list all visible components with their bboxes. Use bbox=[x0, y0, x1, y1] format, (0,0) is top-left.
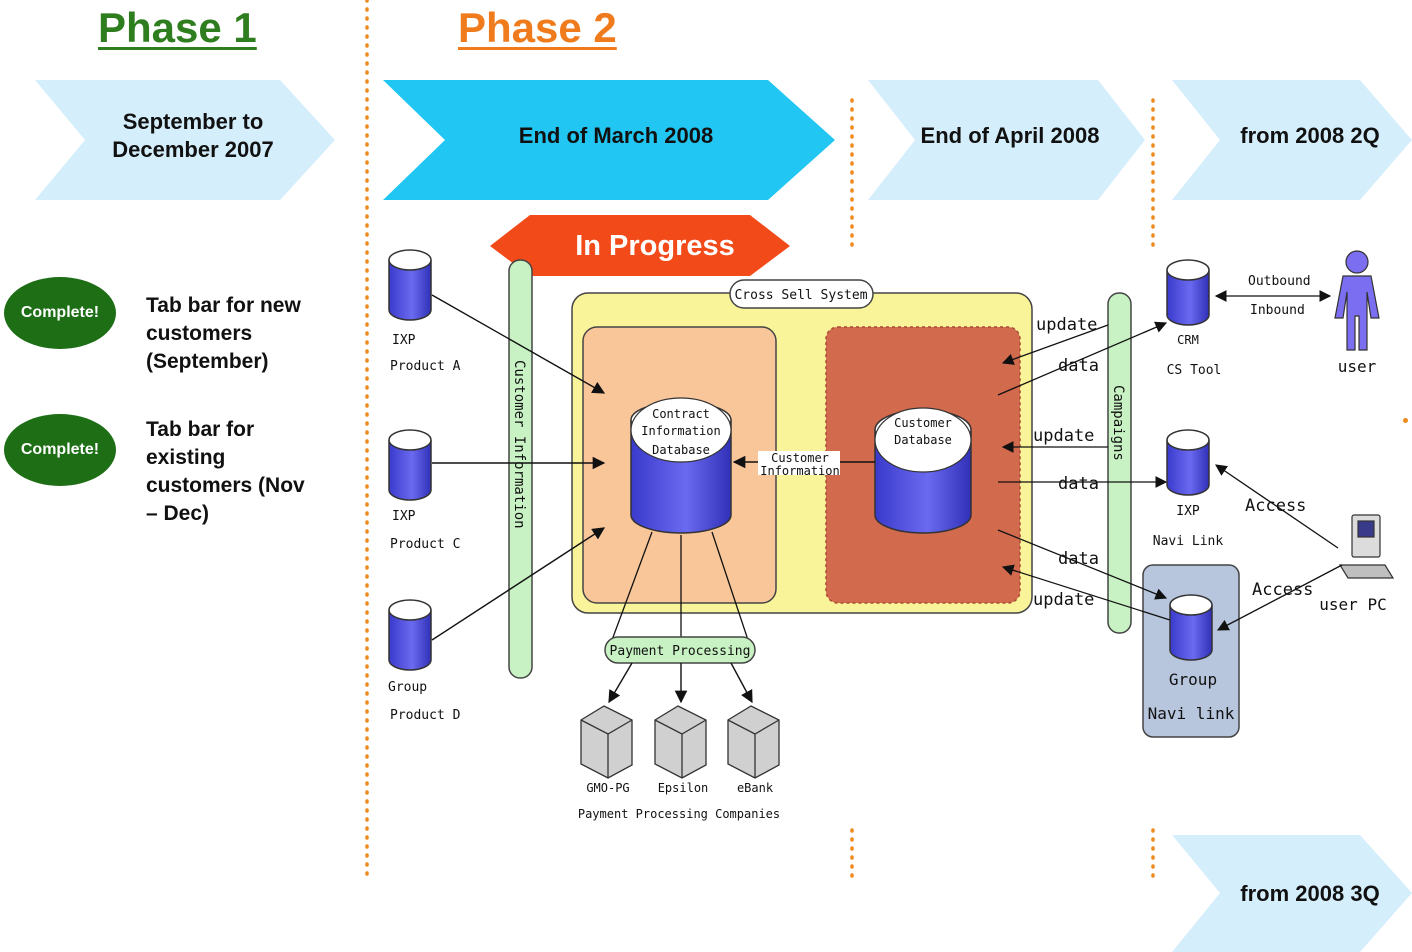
contract-db-line1: Contract bbox=[652, 407, 710, 421]
user-icon bbox=[1334, 250, 1380, 351]
customer-information-link-line1: Customer bbox=[771, 451, 829, 465]
source-c-name: IXP bbox=[392, 509, 416, 524]
source-a-product: Product A bbox=[390, 359, 461, 374]
timeline-chevron-4 bbox=[1172, 80, 1412, 200]
customer-information-link-line2: Information bbox=[760, 464, 839, 478]
campaigns-bus bbox=[1107, 292, 1132, 634]
flow-label-data-3: data bbox=[1058, 549, 1099, 569]
timeline-chevron-1 bbox=[35, 80, 335, 200]
access-label-1: Access bbox=[1245, 496, 1306, 516]
campaigns-bus-label: Campaigns bbox=[1110, 385, 1126, 461]
user-label: user bbox=[1338, 357, 1377, 376]
complete-badge-label-1: Complete! bbox=[20, 304, 100, 321]
flow-label-update-1: update bbox=[1036, 315, 1097, 335]
contract-database-icon bbox=[630, 397, 732, 534]
timeline-chevron-5 bbox=[1172, 835, 1412, 952]
source-a-name: IXP bbox=[392, 333, 416, 348]
target-crm-tool: CS Tool bbox=[1167, 363, 1222, 378]
contract-db-line3: Database bbox=[652, 443, 710, 457]
source-c-product: Product C bbox=[390, 537, 460, 552]
outbound-label: Outbound bbox=[1248, 274, 1311, 289]
ixp-navi-database-icon bbox=[1166, 429, 1210, 496]
group-navi-database-icon bbox=[1169, 594, 1213, 661]
timeline-chevron-2 bbox=[383, 80, 835, 200]
in-progress-label: In Progress bbox=[575, 230, 735, 262]
database-icon bbox=[388, 429, 432, 501]
payment-vendor-1: GMO-PG bbox=[586, 781, 629, 795]
cross-sell-system-label-box bbox=[729, 279, 874, 309]
timeline-label-5: from 2008 3Q bbox=[1240, 881, 1380, 906]
user-pc-icon bbox=[1338, 514, 1395, 579]
customer-information-bus-label: Customer Information bbox=[511, 360, 527, 529]
divider-dot bbox=[1403, 418, 1408, 423]
in-progress-banner bbox=[490, 215, 790, 276]
target-group-name: Group bbox=[1169, 670, 1217, 689]
server-icon bbox=[654, 705, 707, 779]
payment-vendor-3: eBank bbox=[737, 781, 774, 795]
user-pc-label: user PC bbox=[1319, 595, 1386, 614]
payment-processing-label: Payment Processing bbox=[610, 644, 751, 659]
target-navi-name: IXP bbox=[1176, 504, 1200, 519]
phase-2-title: Phase 2 bbox=[458, 4, 617, 51]
source-d-name: Group bbox=[388, 680, 427, 695]
cross-sell-system-label: Cross Sell System bbox=[734, 288, 867, 303]
timeline-label-3: End of April 2008 bbox=[920, 123, 1100, 148]
flow-label-update-3: update bbox=[1033, 590, 1094, 610]
phase1-item-2-text: Tab bar for existing customers (Nov – De… bbox=[146, 418, 305, 525]
server-icon bbox=[580, 705, 633, 779]
target-navi-link: Navi Link bbox=[1153, 534, 1224, 549]
access-label-2: Access bbox=[1252, 580, 1313, 600]
complete-badge bbox=[4, 277, 116, 349]
timeline-label-4: from 2008 2Q bbox=[1240, 123, 1380, 148]
inbound-label: Inbound bbox=[1250, 303, 1305, 318]
crm-database-icon bbox=[1166, 259, 1210, 326]
contract-db-line2: Information bbox=[641, 424, 720, 438]
server-icon bbox=[727, 705, 780, 779]
phase1-item-1-text: Tab bar for new customers (September) bbox=[146, 294, 301, 373]
timeline-label-1: September to December 2007 bbox=[112, 109, 274, 162]
phase-1-title: Phase 1 bbox=[98, 4, 257, 51]
timeline-chevron-3 bbox=[868, 80, 1145, 200]
payment-caption: Payment Processing Companies bbox=[578, 807, 780, 821]
flow-label-update-2: update bbox=[1033, 426, 1094, 446]
target-crm-name: CRM bbox=[1177, 333, 1199, 347]
payment-processing-box bbox=[604, 636, 756, 664]
database-icon bbox=[388, 249, 432, 321]
complete-badge-label-2: Complete! bbox=[20, 441, 100, 458]
customer-database-icon bbox=[874, 407, 972, 534]
customer-information-bus bbox=[508, 259, 533, 679]
target-group-link: Navi link bbox=[1148, 704, 1235, 723]
flow-label-data-2: data bbox=[1058, 474, 1099, 494]
customer-db-line2: Database bbox=[894, 433, 952, 447]
source-d-product: Product D bbox=[390, 708, 461, 723]
timeline-label-2: End of March 2008 bbox=[518, 123, 714, 148]
customer-db-line1: Customer bbox=[894, 416, 952, 430]
flow-label-data-1: data bbox=[1058, 356, 1099, 376]
payment-vendor-2: Epsilon bbox=[658, 781, 709, 795]
complete-badge bbox=[4, 414, 116, 486]
database-icon bbox=[388, 599, 432, 671]
